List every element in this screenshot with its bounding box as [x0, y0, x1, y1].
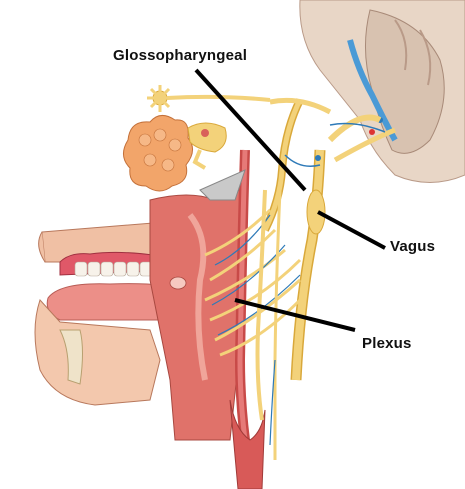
pharyngeal-plexus: [204, 189, 302, 460]
otic-ganglion: [187, 122, 227, 170]
plexus-label: Plexus: [362, 335, 412, 352]
leader-line-vagus: [317, 210, 386, 250]
leader-line-glossopharyngeal: [194, 68, 307, 192]
leader-line-plexus: [234, 298, 356, 332]
brainstem: [299, 0, 465, 183]
vagus-label: Vagus: [390, 238, 436, 255]
carotid-artery: [229, 149, 266, 489]
styloid-process: [199, 169, 246, 201]
leader-lines: [194, 68, 386, 332]
parotid-gland: [123, 115, 193, 192]
glossopharyngeal-nerve: [261, 97, 386, 232]
glossopharyngeal-label: Glossopharyngeal: [113, 47, 248, 64]
vagus-nerve: [290, 114, 396, 381]
sensory-ganglion-icon: [147, 85, 271, 112]
oral-cavity: [34, 189, 246, 441]
